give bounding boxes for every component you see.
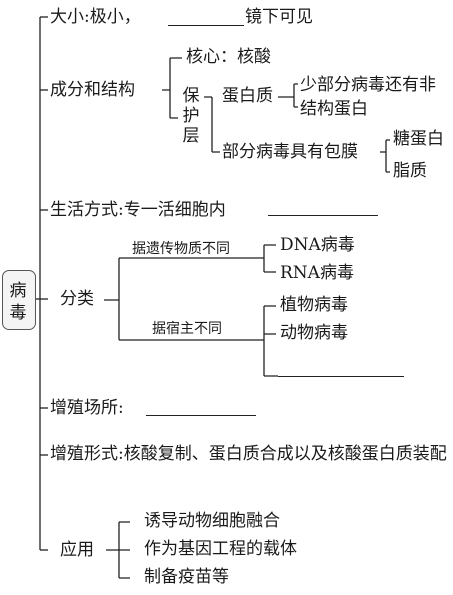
protein-label: 蛋白质 xyxy=(222,86,273,106)
envelope-bracket xyxy=(380,139,390,173)
root-label: 病毒 xyxy=(9,281,27,323)
size-blank xyxy=(168,25,244,26)
envelope-item: 糖蛋白 xyxy=(393,129,444,149)
application-bracket xyxy=(106,521,130,579)
protein-note: 少部分病毒还有非结构蛋白 xyxy=(300,75,436,119)
application-label: 应用 xyxy=(60,540,94,560)
application-item: 作为基因工程的载体 xyxy=(144,539,297,559)
classification-bracket xyxy=(104,258,120,340)
host-bracket xyxy=(263,305,278,377)
classification-split-lines xyxy=(119,257,264,341)
reproduction-form-text: 增殖形式:核酸复制、蛋白质合成以及核酸蛋白质装配 xyxy=(50,444,447,464)
composition-bracket xyxy=(162,57,182,119)
protein-bracket xyxy=(278,83,298,108)
host-blank xyxy=(278,376,404,377)
lifestyle-blank xyxy=(268,215,378,216)
core-label: 核心：核酸 xyxy=(186,47,271,67)
root-node xyxy=(2,270,36,330)
host-type: 植物病毒 xyxy=(280,295,348,315)
host-criterion: 据宿主不同 xyxy=(152,321,222,337)
protect-bracket xyxy=(204,96,220,153)
size-prefix: 大小:极小， xyxy=(50,7,141,27)
size-suffix: 镜下可见 xyxy=(245,7,313,27)
application-item: 制备疫苗等 xyxy=(144,567,229,587)
genetic-type: RNA病毒 xyxy=(280,263,354,283)
envelope-item: 脂质 xyxy=(393,161,427,181)
protect-label: 保护层 xyxy=(182,86,200,146)
envelope-label: 部分病毒具有包膜 xyxy=(222,142,358,162)
genetic-bracket xyxy=(263,244,276,273)
lifestyle-label: 生活方式:专一活细胞内 xyxy=(50,200,226,220)
genetic-type: DNA病毒 xyxy=(280,235,355,255)
classification-label: 分类 xyxy=(60,289,94,309)
reproduction-site-label: 增殖场所: xyxy=(50,398,124,418)
reproduction-site-blank xyxy=(146,415,256,416)
genetic-criterion: 据遗传物质不同 xyxy=(132,241,230,257)
composition-label: 成分和结构 xyxy=(50,80,135,100)
host-type: 动物病毒 xyxy=(280,323,348,343)
application-item: 诱导动物细胞融合 xyxy=(144,511,280,531)
